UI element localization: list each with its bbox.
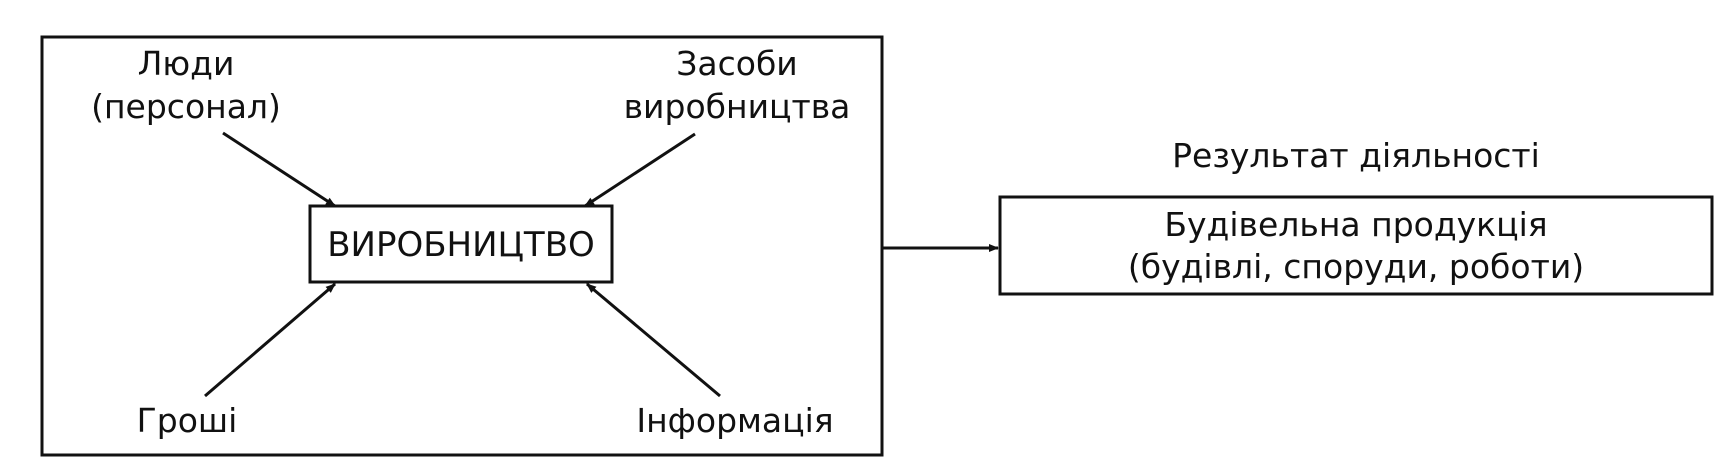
result-line-2: (будівлі, споруди, роботи) xyxy=(1128,247,1584,286)
means-label: Засоби xyxy=(676,44,798,83)
enterprise-frame xyxy=(40,35,884,457)
people-label: Люди xyxy=(138,44,235,83)
people-sublabel: (персонал) xyxy=(91,87,281,126)
money-arrow xyxy=(204,282,336,398)
result-box xyxy=(998,195,1714,296)
result-caption: Результат діяльності xyxy=(1172,136,1540,175)
production-box xyxy=(308,204,614,284)
people-arrow xyxy=(222,131,336,208)
means-sublabel: виробництва xyxy=(624,87,851,126)
production-label: ВИРОБНИЦТВО xyxy=(327,225,595,265)
information-label: Інформація xyxy=(636,401,833,440)
result-line-1: Будівельна продукція xyxy=(1164,205,1547,244)
money-label: Гроші xyxy=(137,401,238,440)
means-arrow xyxy=(584,132,696,208)
information-arrow xyxy=(586,282,721,398)
